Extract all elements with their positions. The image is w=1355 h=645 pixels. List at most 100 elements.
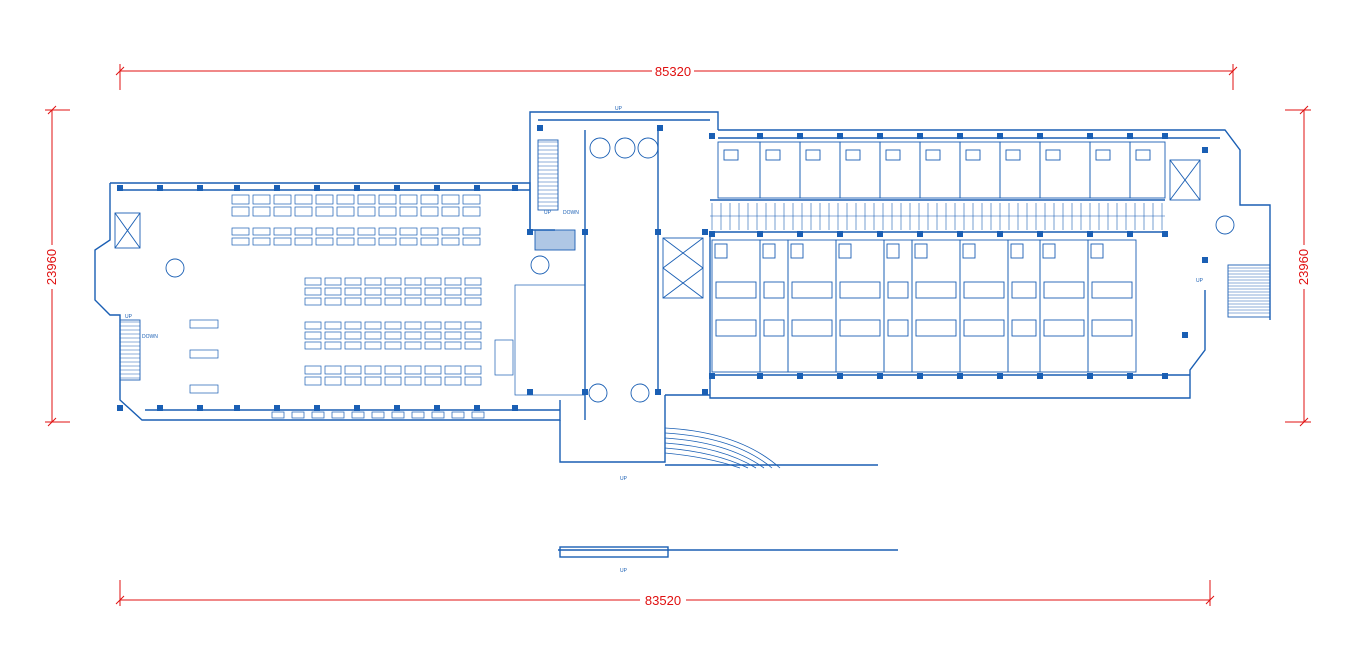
desk <box>765 149 781 161</box>
column <box>917 373 923 379</box>
column <box>917 133 923 139</box>
column <box>702 229 708 235</box>
column <box>837 133 843 139</box>
room-block <box>494 339 514 376</box>
dining-table <box>231 194 250 205</box>
dining-table <box>231 227 250 236</box>
dining-table <box>384 277 402 286</box>
dining-table <box>404 376 422 386</box>
dining-table <box>344 331 362 340</box>
bathroom <box>1090 243 1104 259</box>
dining-table <box>294 194 313 205</box>
column <box>709 133 715 139</box>
column <box>1202 147 1208 153</box>
column <box>709 231 715 237</box>
dining-table <box>324 321 342 330</box>
dining-table <box>378 194 397 205</box>
dining-table <box>336 227 355 236</box>
dimension-left-height: 23960 <box>44 249 59 285</box>
column <box>582 389 588 395</box>
dining-table <box>464 341 482 350</box>
dining-table <box>294 206 313 217</box>
dining-table <box>304 297 322 306</box>
dining-table <box>464 331 482 340</box>
guest-room <box>787 239 837 373</box>
column <box>877 231 883 237</box>
column <box>197 405 203 411</box>
guest-rooms <box>711 141 1166 373</box>
guest-room <box>759 239 789 373</box>
dining-table <box>315 227 334 236</box>
dining-table <box>294 237 313 246</box>
desk <box>845 149 861 161</box>
dining-table <box>378 237 397 246</box>
dining-table <box>420 237 439 246</box>
dining-table <box>364 341 382 350</box>
dimension-lines <box>45 64 1311 606</box>
bathroom <box>714 243 728 259</box>
dining-table <box>384 321 402 330</box>
dining-table <box>404 331 422 340</box>
column <box>1202 257 1208 263</box>
column <box>877 133 883 139</box>
column <box>354 185 360 191</box>
bed <box>763 281 785 299</box>
dining-table <box>304 287 322 296</box>
bed <box>791 281 833 299</box>
dining-table <box>315 206 334 217</box>
bed <box>1091 319 1133 337</box>
dining-table <box>424 341 442 350</box>
dining-table <box>344 365 362 375</box>
desk <box>885 149 901 161</box>
dining-table <box>304 277 322 286</box>
dining-table <box>441 206 460 217</box>
dining-table <box>364 331 382 340</box>
column <box>1162 231 1168 237</box>
column <box>474 405 480 411</box>
guest-room <box>1039 239 1089 373</box>
bed <box>1091 281 1133 299</box>
dining-table <box>420 206 439 217</box>
bed <box>887 319 909 337</box>
column <box>1127 373 1133 379</box>
column <box>1127 231 1133 237</box>
dining-table <box>231 237 250 246</box>
dining-tables <box>189 194 586 419</box>
dining-table <box>420 194 439 205</box>
bathroom <box>1010 243 1024 259</box>
dining-table <box>444 365 462 375</box>
column <box>797 133 803 139</box>
column <box>354 405 360 411</box>
column <box>757 231 763 237</box>
office-room <box>1129 141 1166 199</box>
column <box>837 231 843 237</box>
column <box>234 405 240 411</box>
column <box>314 185 320 191</box>
dining-table <box>336 206 355 217</box>
dining-table <box>344 287 362 296</box>
column <box>394 405 400 411</box>
bench <box>331 411 345 419</box>
structural-columns <box>117 125 1208 411</box>
dining-table <box>424 277 442 286</box>
column <box>157 185 163 191</box>
dining-table <box>364 277 382 286</box>
bed <box>715 281 757 299</box>
dining-table <box>231 206 250 217</box>
dining-table <box>384 297 402 306</box>
dining-table <box>424 297 442 306</box>
bed <box>915 281 957 299</box>
bathroom <box>886 243 900 259</box>
dining-table <box>384 341 402 350</box>
column <box>434 405 440 411</box>
dining-table <box>252 227 271 236</box>
guest-room <box>1007 239 1041 373</box>
bathroom <box>962 243 976 259</box>
column <box>197 185 203 191</box>
dining-table <box>424 331 442 340</box>
dining-table <box>364 287 382 296</box>
column <box>512 185 518 191</box>
bench <box>271 411 285 419</box>
dimension-top-width: 85320 <box>655 64 691 79</box>
